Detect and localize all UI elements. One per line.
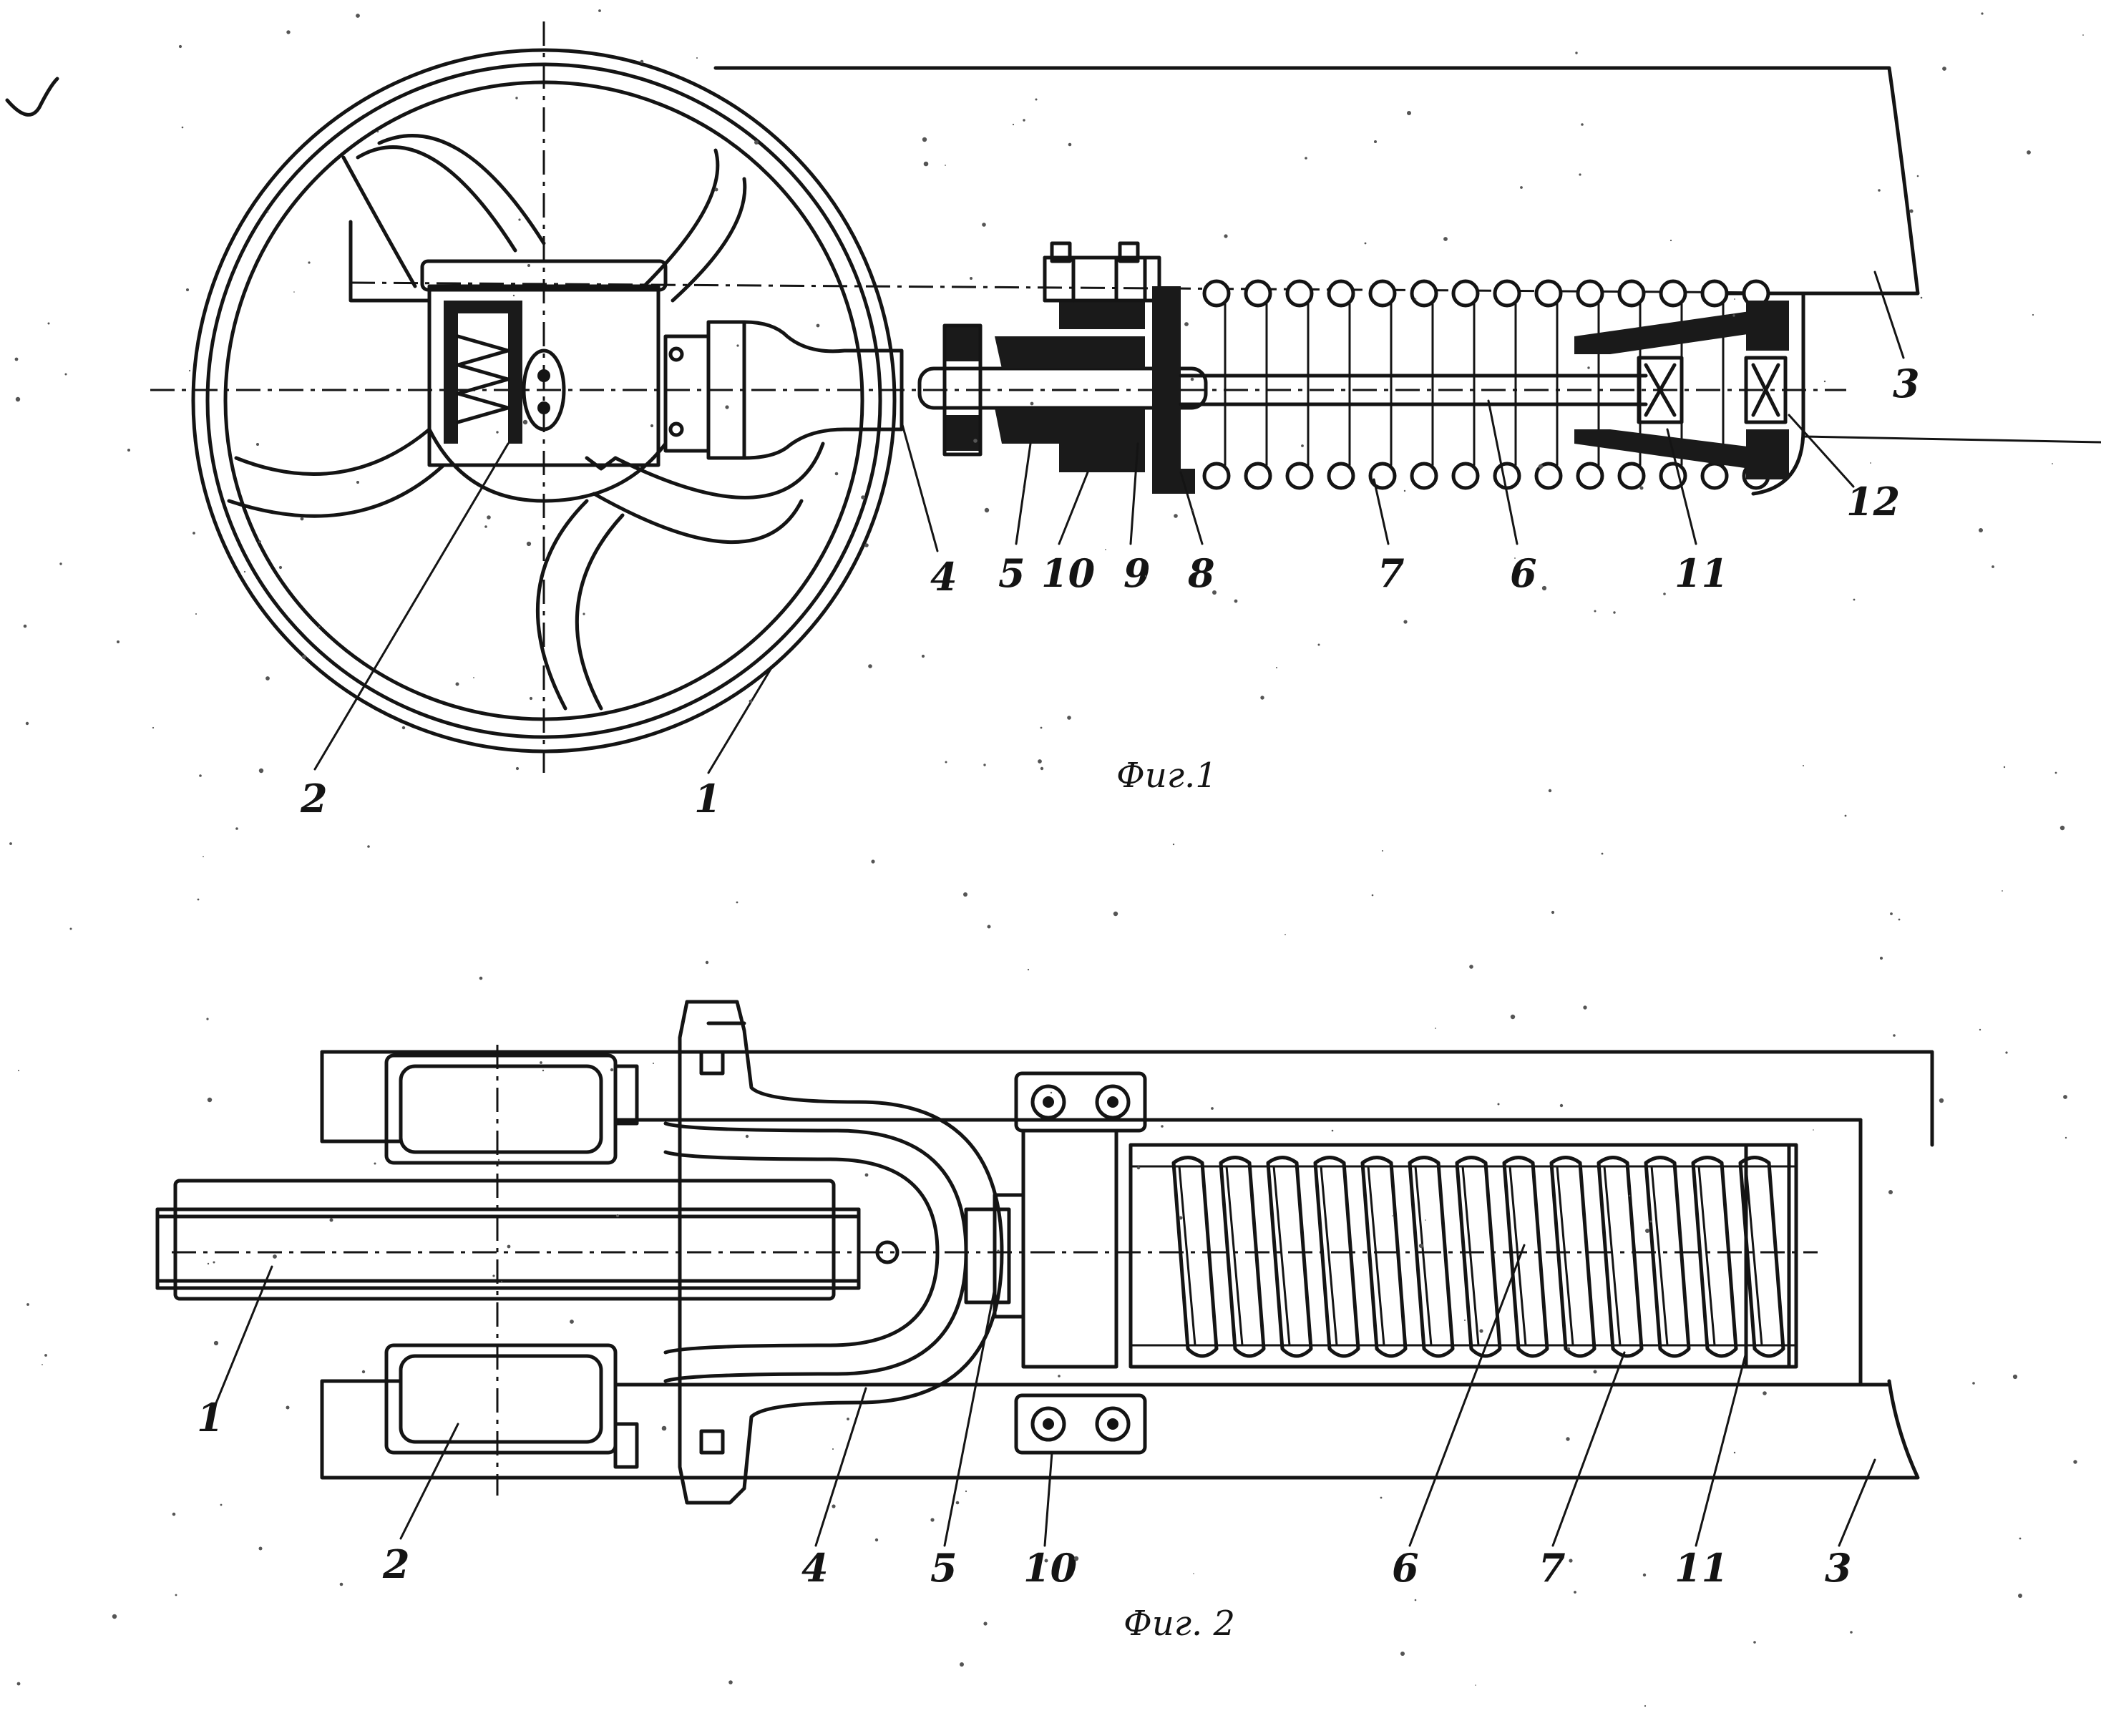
fig1-label-6: 6 [1510, 550, 1537, 596]
coil-turn [1502, 1156, 1549, 1358]
fig2-label-5: 5 [930, 1545, 957, 1591]
figure-2: 1 2 4 5 10 6 7 11 3 Фиг. 2 [155, 1000, 1934, 1644]
coil-section-top [1327, 279, 1355, 308]
coil-section-top [1493, 279, 1521, 308]
fig2-label-10: 10 [1023, 1545, 1077, 1591]
wheel-1 [191, 48, 897, 754]
coil-section-bottom [1700, 462, 1729, 490]
spring-7-plan [1129, 1143, 1798, 1369]
fig2-label-3: 3 [1825, 1545, 1852, 1591]
coil-turn [1408, 1156, 1455, 1358]
coil-section-bottom [1617, 462, 1646, 490]
coil-section-top [1576, 279, 1604, 308]
axle-boxes-2 [384, 1053, 639, 1469]
coil-section-bottom [1285, 462, 1314, 490]
fig1-label-8: 8 [1187, 550, 1215, 596]
scan-noise [9, 9, 2084, 1707]
coil-section-bottom [1327, 462, 1355, 490]
clamp-5-10 [964, 1071, 1147, 1455]
fig1-label-3: 3 [1893, 361, 1920, 406]
coil-section-top [1451, 279, 1480, 308]
fig1-label-5: 5 [998, 550, 1025, 596]
coil-section-top [1410, 279, 1438, 308]
link-4 [706, 320, 904, 460]
fig1-label-9: 9 [1123, 550, 1151, 596]
fig2-label-2: 2 [382, 1541, 410, 1587]
frame-rail-top [320, 1050, 1934, 1147]
fig1-label-11: 11 [1675, 550, 1728, 596]
frame-rail-bottom [320, 1379, 1920, 1480]
spring-seat-11 [1574, 301, 1789, 479]
coil-section-top [1534, 279, 1563, 308]
frame-3-plate [713, 66, 1920, 296]
coil-section-bottom [1534, 462, 1563, 490]
u-link-4 [663, 1000, 1004, 1505]
fig2-caption: Фиг. 2 [1123, 1604, 1235, 1644]
coil-section-top [1202, 279, 1231, 308]
fig1-label-1: 1 [694, 776, 721, 821]
fig1-leaders [313, 270, 1905, 774]
fig1-label-7: 7 [1378, 550, 1405, 596]
coil-turn [1266, 1156, 1313, 1358]
fig1-label-12: 12 [1846, 479, 1900, 525]
coil-turn [1219, 1156, 1266, 1358]
spring-7-section [1179, 279, 1770, 490]
fig2-leaders [206, 1244, 1876, 1547]
coil-section-top [1285, 279, 1314, 308]
coil-section-bottom [1202, 462, 1231, 490]
fig2-label-6: 6 [1392, 1545, 1419, 1591]
coil-section-bottom [1493, 462, 1521, 490]
coil-turn [1455, 1156, 1502, 1358]
coil-turn [1644, 1156, 1691, 1358]
coil-turn [1597, 1156, 1644, 1358]
coil-section-top [1244, 279, 1272, 308]
coil-section-bottom [1368, 462, 1397, 490]
coil-section-top [1700, 279, 1729, 308]
wheel-1-plan [155, 1045, 1818, 1496]
figure-1: 1 2 3 4 5 10 9 8 7 6 11 12 Фиг.1 [150, 21, 2101, 821]
fig2-label-4: 4 [801, 1545, 829, 1591]
coil-section-bottom [1451, 462, 1480, 490]
coil-turn [1171, 1156, 1219, 1358]
fig2-label-11: 11 [1675, 1545, 1728, 1591]
coil-section-top [1659, 279, 1687, 308]
coil-turn [1313, 1156, 1360, 1358]
coil-section-bottom [1244, 462, 1272, 490]
fig1-label-10: 10 [1041, 550, 1095, 596]
fig1-label-2: 2 [300, 776, 328, 821]
coil-turn [1549, 1156, 1597, 1358]
margin-check-mark [5, 77, 59, 117]
coil-section-bottom [1410, 462, 1438, 490]
fig1-caption: Фиг.1 [1116, 756, 1217, 796]
coil-section-top [1617, 279, 1646, 308]
axle-box-2 [420, 259, 711, 503]
coil-turn [1738, 1156, 1785, 1358]
coil-section-bottom [1576, 462, 1604, 490]
coil-section-top [1368, 279, 1397, 308]
fig1-label-4: 4 [930, 554, 957, 600]
fig2-label-1: 1 [197, 1395, 224, 1440]
coil-turn [1691, 1156, 1738, 1358]
fig2-label-7: 7 [1539, 1545, 1566, 1591]
rod-assembly [917, 241, 1208, 494]
coil-section-bottom [1659, 462, 1687, 490]
coil-turn [1360, 1156, 1408, 1358]
